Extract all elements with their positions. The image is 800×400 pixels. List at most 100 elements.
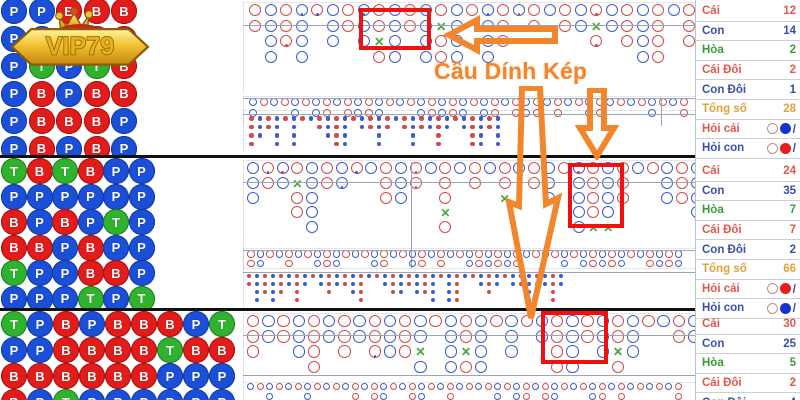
bead-banker: B xyxy=(103,260,129,286)
road-ring xyxy=(335,162,348,174)
road-dot xyxy=(249,141,254,147)
bead-player: P xyxy=(1,337,27,363)
road-dot xyxy=(577,171,581,174)
road-dot xyxy=(436,133,441,138)
bead-player: P xyxy=(111,135,137,155)
road-dot xyxy=(470,116,475,121)
arrow-down-icon xyxy=(574,88,620,160)
stat-label: Cái Đôi xyxy=(702,377,742,390)
bead-banker: B xyxy=(83,80,110,107)
road-dot xyxy=(287,282,292,287)
road-ring xyxy=(566,315,579,328)
road-ring xyxy=(389,383,397,391)
road-ring xyxy=(414,315,427,328)
ask-label: Hỏi cái xyxy=(702,282,740,295)
road-dot xyxy=(393,116,399,121)
road-dot xyxy=(316,13,319,17)
road-gridlines xyxy=(243,268,695,308)
road-dot xyxy=(287,274,292,279)
road-ring xyxy=(370,383,378,391)
marker-hollow-icon xyxy=(766,283,778,295)
bead-banker: B xyxy=(83,108,110,134)
marker-hollow-icon xyxy=(766,302,778,314)
road-dot xyxy=(415,290,420,295)
road-ring xyxy=(332,250,341,258)
bead-player: P xyxy=(103,234,129,261)
road-ring xyxy=(435,50,448,63)
road-ring xyxy=(541,383,549,391)
road-dot xyxy=(274,116,280,121)
road-dot xyxy=(410,124,416,130)
road-ring xyxy=(636,35,649,48)
road-ring xyxy=(351,250,360,258)
road-dot xyxy=(407,282,412,287)
road-dot xyxy=(373,354,377,358)
road-dot xyxy=(495,274,500,279)
bead-banker: B xyxy=(111,0,137,24)
road-dot xyxy=(455,274,460,279)
road-ring xyxy=(332,259,341,268)
road-dot xyxy=(431,282,436,287)
road-dot xyxy=(359,124,365,130)
ask-row: Hỏi cái/ xyxy=(696,120,800,140)
bead-player: P xyxy=(183,363,209,389)
road-ring xyxy=(466,4,479,17)
road-ring xyxy=(528,4,541,17)
bead-player: P xyxy=(128,209,155,235)
road-ring xyxy=(665,250,673,258)
big-eye-road-section-3: ✕✕✕ xyxy=(243,313,701,383)
bead-banker: B xyxy=(26,234,53,261)
road-dot xyxy=(291,141,297,147)
bead-player: P xyxy=(131,389,157,400)
road-ring xyxy=(389,250,398,258)
road-ring xyxy=(617,383,625,391)
road-ring xyxy=(674,383,682,391)
road-ring xyxy=(370,259,379,268)
road-dot xyxy=(295,298,300,303)
road-ring xyxy=(665,259,673,268)
road-ring xyxy=(446,383,454,391)
road-ring xyxy=(646,162,659,174)
road-dot xyxy=(255,282,260,287)
road-ring xyxy=(256,259,265,268)
stat-row: Con Đôi4 xyxy=(696,393,800,400)
road-ring xyxy=(380,259,388,268)
bead-player: P xyxy=(103,158,129,184)
road-ring xyxy=(683,4,696,17)
small-road-section-3 xyxy=(243,382,695,400)
road-ring xyxy=(427,383,435,391)
road-ring xyxy=(475,250,483,258)
road-ring xyxy=(448,108,457,117)
road-ring xyxy=(617,259,626,268)
road-ring xyxy=(292,330,305,343)
bead-player: P xyxy=(183,389,209,400)
road-dot xyxy=(375,274,380,279)
road-ring xyxy=(484,259,493,268)
road-ring xyxy=(532,383,540,391)
road-dot xyxy=(431,274,436,279)
road-dot xyxy=(487,274,492,279)
road-dot xyxy=(300,13,304,17)
road-dot xyxy=(281,171,285,174)
stat-label: Cái Đôi xyxy=(702,64,742,77)
bead-banker: B xyxy=(105,311,131,337)
road-ring xyxy=(342,250,350,258)
highlight-box-1 xyxy=(359,8,431,50)
stat-value: 7 xyxy=(789,224,796,237)
marker-hollow-icon xyxy=(766,142,778,154)
road-ring xyxy=(505,315,518,328)
road-dot xyxy=(359,290,364,295)
stat-label: Tổng số xyxy=(702,103,747,116)
road-dot xyxy=(359,116,365,121)
road-ring xyxy=(627,250,635,258)
small-road-section-1 xyxy=(243,96,695,126)
road-ring xyxy=(648,108,657,117)
road-dot xyxy=(367,274,372,279)
road-ring xyxy=(483,162,496,174)
ask-row: Hỏi cái/ xyxy=(696,280,800,300)
road-ring xyxy=(383,345,397,358)
